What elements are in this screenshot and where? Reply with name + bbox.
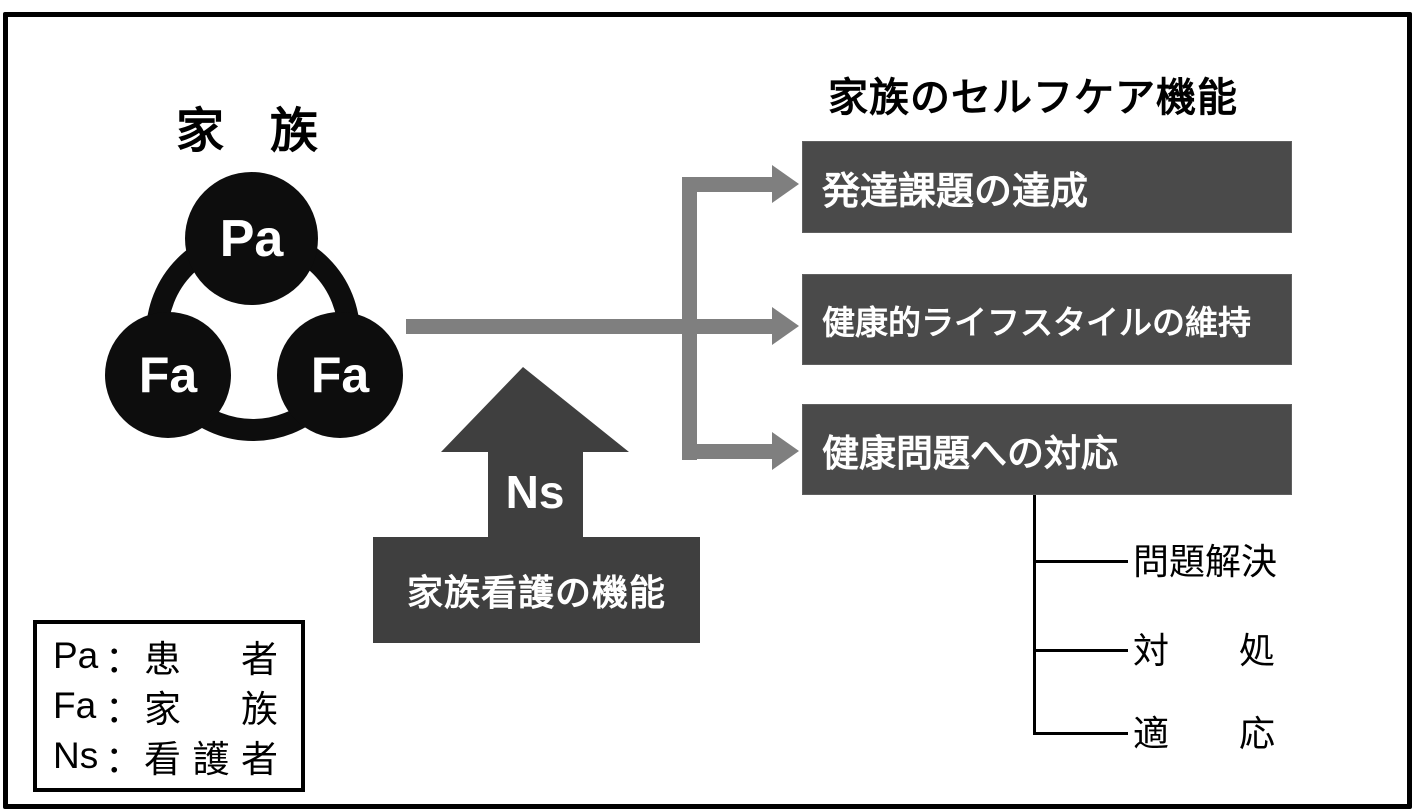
outer-border [3,12,1412,809]
legend-box: Pa ： 患者 Fa ： 家族 Ns ： 看護者 [33,620,305,792]
legend-separator: ： [105,639,142,680]
connector-vertical-line [682,177,697,460]
char: 対 [1133,630,1170,671]
care-box-developmental-tasks-label: 発達課題の達成 [822,170,1089,213]
legend-meaning-nurse: 看護者 [144,729,278,783]
legend-row-patient: Pa ： 患者 [53,631,283,681]
char: 問 [1133,541,1170,582]
connector-main-line [406,319,772,334]
family-node-right-label: Fa [310,347,370,403]
selfcare-title: 家族のセルフケア機能 [828,76,1238,120]
legend-separator: ： [105,689,142,730]
char: 解 [1205,541,1242,582]
care-box-health-problems: 健康問題への対応 [802,404,1292,495]
care-box-healthy-lifestyle-label: 健康的ライフスタイルの維持 [822,303,1251,341]
care-box-health-problems-label: 健康問題への対応 [822,432,1118,474]
subtree-label-problem-solving: 問題解決 [1133,541,1278,583]
char: 決 [1241,541,1278,582]
legend-meaning-family: 家族 [144,679,278,733]
subtree-branch-2 [1033,649,1128,652]
patient-node-circle: Pa [185,172,318,305]
connector-bottom-branch [682,444,773,459]
char: 応 [1238,713,1275,754]
family-title: 家族 [176,106,318,158]
char: 護 [192,739,230,780]
arrowhead-top-icon [772,165,799,203]
arrowhead-bottom-icon [772,432,799,470]
subtree-vertical-line [1033,495,1036,735]
char: 処 [1238,630,1275,671]
char: 家 [176,105,225,158]
legend-abbr-fa: Fa [53,685,97,726]
subtree-label-coping: 対処 [1133,630,1275,672]
connector-top-branch [682,177,773,192]
char: 題 [1169,541,1206,582]
char: 看 [144,739,181,780]
legend-row-family: Fa ： 家族 [53,681,283,731]
care-box-healthy-lifestyle: 健康的ライフスタイルの維持 [802,274,1292,365]
care-box-developmental-tasks: 発達課題の達成 [802,141,1292,233]
legend-abbr-ns: Ns [53,735,99,776]
patient-node-label: Pa [219,209,284,268]
nursing-function-box: 家族看護の機能 [373,537,700,643]
char: 患 [144,639,181,680]
family-node-left-circle: Fa [105,312,231,438]
char: 適 [1133,713,1170,754]
char: 者 [241,639,278,680]
legend-meaning-patient: 患者 [144,629,278,683]
family-node-right-circle: Fa [277,312,403,438]
legend-row-nurse: Ns ： 看護者 [53,731,283,781]
legend-separator: ： [105,739,142,780]
nurse-arrow-label: Ns [505,466,565,518]
char: 族 [269,105,318,158]
nursing-function-box-label: 家族看護の機能 [406,572,666,613]
char: 家 [144,689,181,730]
char: 者 [241,739,278,780]
family-node-left-label: Fa [138,347,198,403]
arrowhead-middle-icon [772,307,799,345]
subtree-label-adaptation: 適応 [1133,713,1275,755]
subtree-branch-3 [1033,732,1128,735]
legend-abbr-pa: Pa [53,635,99,676]
char: 族 [241,689,278,730]
subtree-branch-1 [1033,560,1128,563]
